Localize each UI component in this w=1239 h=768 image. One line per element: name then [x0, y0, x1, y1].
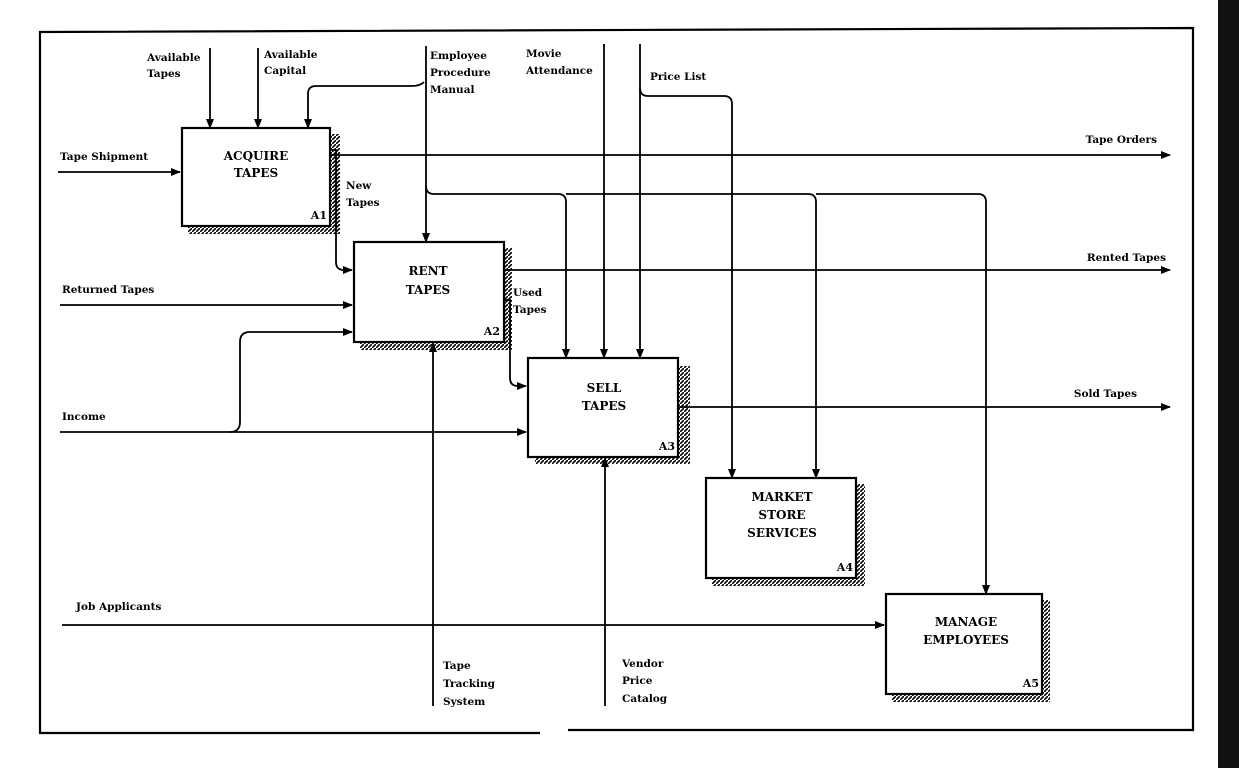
label-new-tapes-2: Tapes — [346, 197, 380, 209]
label-sold-tapes: Sold Tapes — [1074, 388, 1137, 400]
label-used-tapes-1: Used — [513, 287, 543, 299]
a4-node: A4 — [836, 561, 854, 574]
box-a1 — [180, 126, 332, 228]
box-a5 — [884, 592, 1044, 696]
label-tape-tracking-2: Tracking — [443, 678, 496, 690]
label-used-tapes-2: Tapes — [513, 304, 547, 316]
a1-name-line1: ACQUIRE — [223, 149, 289, 163]
arrow-income-to-a2 — [229, 328, 353, 433]
label-income: Income — [62, 411, 106, 423]
label-employee-manual-2: Procedure — [430, 67, 491, 79]
arrow-price-list-to-a4 — [639, 87, 736, 479]
label-movie-attendance-2: Attendance — [525, 65, 593, 77]
label-available-capital-1: Available — [263, 49, 318, 61]
arrow-manual-to-a4 — [566, 193, 820, 479]
label-available-tapes-2: Tapes — [147, 68, 181, 80]
a5-node: A5 — [1022, 677, 1039, 690]
box-a4 — [704, 476, 858, 580]
box-a2 — [352, 240, 506, 344]
label-new-tapes-1: New — [346, 180, 372, 192]
label-vendor-catalog-3: Catalog — [622, 693, 668, 705]
a3-node: A3 — [658, 440, 675, 453]
diagram-frame — [38, 26, 1195, 735]
label-available-tapes-1: Available — [146, 52, 201, 64]
label-movie-attendance-1: Movie — [526, 48, 562, 60]
arrows — [58, 44, 1171, 706]
label-tape-shipment: Tape Shipment — [60, 151, 148, 163]
label-employee-manual-3: Manual — [430, 84, 475, 96]
box-a3 — [526, 356, 680, 459]
a3-name-line1: SELL — [587, 381, 622, 395]
a1-node: A1 — [310, 209, 327, 222]
a4-name-line2: STORE — [758, 508, 805, 522]
label-tape-orders: Tape Orders — [1086, 134, 1158, 146]
arrow-new-tapes — [330, 149, 353, 274]
label-tape-tracking-3: System — [443, 696, 485, 708]
a4-name-line1: MARKET — [751, 490, 812, 504]
arrow-labels: Available Tapes Available Capital Employ… — [60, 48, 1166, 708]
label-job-applicants: Job Applicants — [75, 601, 161, 613]
a1-name-line2: TAPES — [234, 166, 278, 180]
a3-name-line2: TAPES — [582, 399, 626, 413]
arrow-employee-manual-to-a1 — [304, 81, 425, 129]
arrow-manual-branch — [425, 185, 570, 359]
label-returned-tapes: Returned Tapes — [62, 284, 154, 296]
scan-edge-bar — [1218, 0, 1239, 768]
label-vendor-catalog-1: Vendor — [621, 658, 664, 670]
label-price-list: Price List — [650, 71, 706, 83]
label-rented-tapes: Rented Tapes — [1087, 252, 1166, 264]
a4-name-line3: SERVICES — [747, 526, 817, 540]
label-vendor-catalog-2: Price — [622, 675, 653, 687]
a5-name-line2: EMPLOYEES — [923, 633, 1009, 647]
label-tape-tracking-1: Tape — [443, 660, 471, 672]
a2-name-line1: RENT — [408, 264, 447, 278]
a2-node: A2 — [483, 325, 500, 338]
label-employee-manual-1: Employee — [430, 50, 487, 62]
arrow-used-tapes — [504, 299, 527, 390]
arrow-manual-to-a5 — [816, 193, 990, 595]
label-available-capital-2: Capital — [264, 65, 306, 77]
a2-name-line2: TAPES — [406, 283, 450, 297]
a5-name-line1: MANAGE — [935, 615, 997, 629]
